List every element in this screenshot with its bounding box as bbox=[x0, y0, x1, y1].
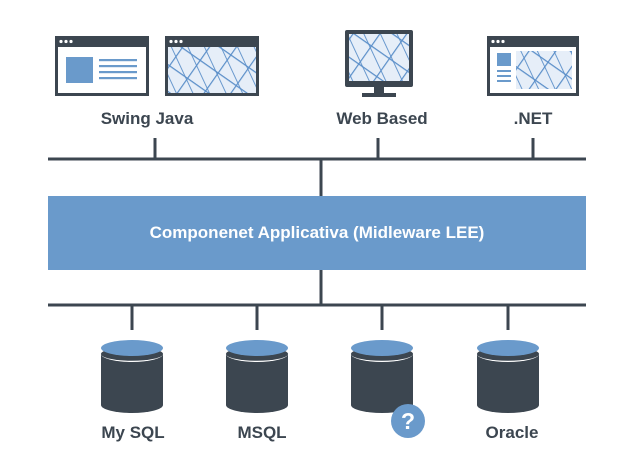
database-cylinder-icon bbox=[226, 340, 288, 413]
svg-text:?: ? bbox=[401, 408, 415, 434]
database-cylinder-icon bbox=[351, 340, 413, 413]
db-label-mysql: My SQL bbox=[101, 423, 165, 442]
client-bus bbox=[48, 138, 586, 196]
database-cylinder-icon bbox=[101, 340, 163, 413]
client-label-web: Web Based bbox=[336, 109, 428, 128]
db-label-oracle: Oracle bbox=[485, 423, 539, 442]
database-bus bbox=[48, 270, 586, 330]
middleware-band bbox=[48, 196, 586, 270]
client-label-swing: Swing Java bbox=[100, 109, 194, 128]
middleware-label: Componenet Applicativa (Midleware LEE) bbox=[149, 223, 485, 242]
question-mark-icon: ? bbox=[391, 404, 425, 438]
dotnet-window-icon bbox=[487, 36, 579, 96]
db-label-msql: MSQL bbox=[237, 423, 287, 442]
client-label-dotnet: .NET bbox=[513, 109, 553, 128]
monitor-icon bbox=[345, 30, 413, 97]
map-window-icon bbox=[165, 36, 259, 96]
swing-window-icon bbox=[55, 36, 149, 96]
databases bbox=[101, 340, 539, 413]
database-cylinder-icon bbox=[477, 340, 539, 413]
